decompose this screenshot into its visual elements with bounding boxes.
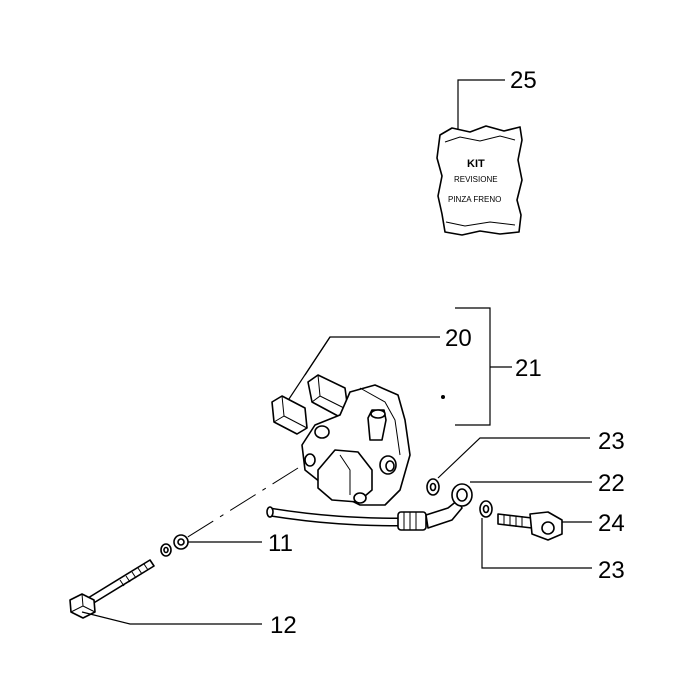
reference-dot — [441, 395, 445, 399]
brake-caliper-body — [301, 384, 411, 506]
callout-21: 21 — [515, 355, 542, 382]
kit-label-line2: REVISIONE — [454, 175, 498, 184]
bolt-part-12 — [69, 559, 155, 619]
brake-pad-front — [271, 395, 308, 435]
axis-centerline — [174, 467, 299, 546]
callout-23-upper: 23 — [598, 428, 625, 455]
leader-line-25 — [457, 79, 505, 130]
nut-washer-part-11 — [160, 534, 189, 557]
washer-part-23-upper — [426, 478, 440, 496]
leader-line-12 — [81, 611, 262, 625]
callout-24: 24 — [598, 510, 625, 537]
callout-11: 11 — [268, 530, 293, 557]
callout-20: 20 — [445, 325, 472, 352]
callout-12: 12 — [270, 612, 297, 639]
kit-label-line3: PINZA FRENO — [448, 195, 501, 204]
kit-label-line1: KIT — [467, 158, 485, 170]
callout-22: 22 — [598, 470, 625, 497]
leader-line-20b — [284, 336, 331, 406]
brake-hose — [266, 483, 473, 531]
leader-line-23-upper — [437, 437, 590, 479]
leader-line-23-lower — [481, 518, 592, 569]
kit-bag-part-25: KIT REVISIONE PINZA FRENO — [436, 125, 523, 236]
banjo-bolt-part-24 — [497, 511, 563, 541]
leader-line-20a — [304, 336, 440, 376]
callout-23-lower: 23 — [598, 557, 625, 584]
washer-part-23-lower — [479, 500, 493, 518]
callout-25: 25 — [510, 67, 537, 94]
